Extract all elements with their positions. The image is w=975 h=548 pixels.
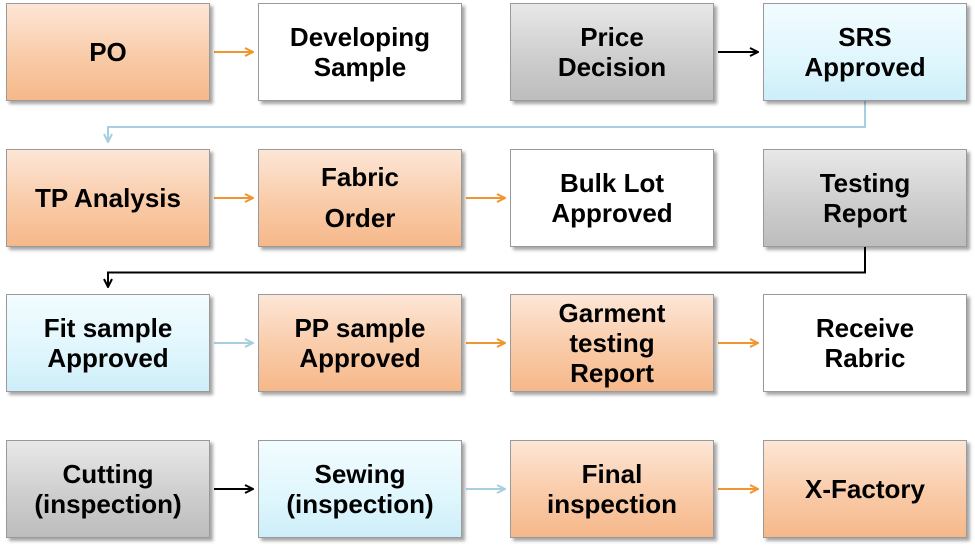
box-x-factory: X-Factory [763, 440, 967, 538]
box-label: Cutting (inspection) [34, 459, 182, 519]
box-label: X-Factory [805, 474, 925, 504]
box-price-decision: Price Decision [510, 3, 714, 101]
box-fabric-order: Fabric Order [258, 149, 462, 247]
box-label: Fit sample Approved [43, 313, 173, 373]
box-label: Sewing (inspection) [286, 459, 434, 519]
box-fit-sample-approved: Fit sample Approved [6, 294, 210, 392]
box-label: Bulk Lot Approved [551, 168, 673, 228]
box-label: Fabric Order [320, 162, 400, 233]
box-testing-report: Testing Report [763, 149, 967, 247]
box-srs-approved: SRS Approved [763, 3, 967, 101]
box-receive-rabric: Receive Rabric [763, 294, 967, 392]
box-sewing-inspection: Sewing (inspection) [258, 440, 462, 538]
box-label: Testing Report [819, 168, 911, 228]
box-pp-sample-approved: PP sample Approved [258, 294, 462, 392]
box-label: SRS Approved [804, 22, 926, 82]
box-label: PO [89, 37, 127, 67]
box-final-inspection: Final inspection [510, 440, 714, 538]
box-label: Developing Sample [289, 22, 431, 82]
box-label: TP Analysis [35, 183, 181, 213]
box-po: PO [6, 3, 210, 101]
box-label: Final inspection [546, 459, 677, 519]
box-bulk-lot-approved: Bulk Lot Approved [510, 149, 714, 247]
box-label: Garment testing Report [558, 298, 666, 388]
box-cutting-inspection: Cutting (inspection) [6, 440, 210, 538]
box-developing-sample: Developing Sample [258, 3, 462, 101]
box-garment-testing-report: Garment testing Report [510, 294, 714, 392]
box-label: Receive Rabric [815, 313, 915, 373]
connector-testing-report-to-fit-sample-approved [108, 247, 866, 287]
box-label: Price Decision [557, 22, 667, 82]
box-label: PP sample Approved [294, 313, 426, 373]
connector-srs-approved-to-tp-analysis [108, 101, 866, 142]
box-tp-analysis: TP Analysis [6, 149, 210, 247]
